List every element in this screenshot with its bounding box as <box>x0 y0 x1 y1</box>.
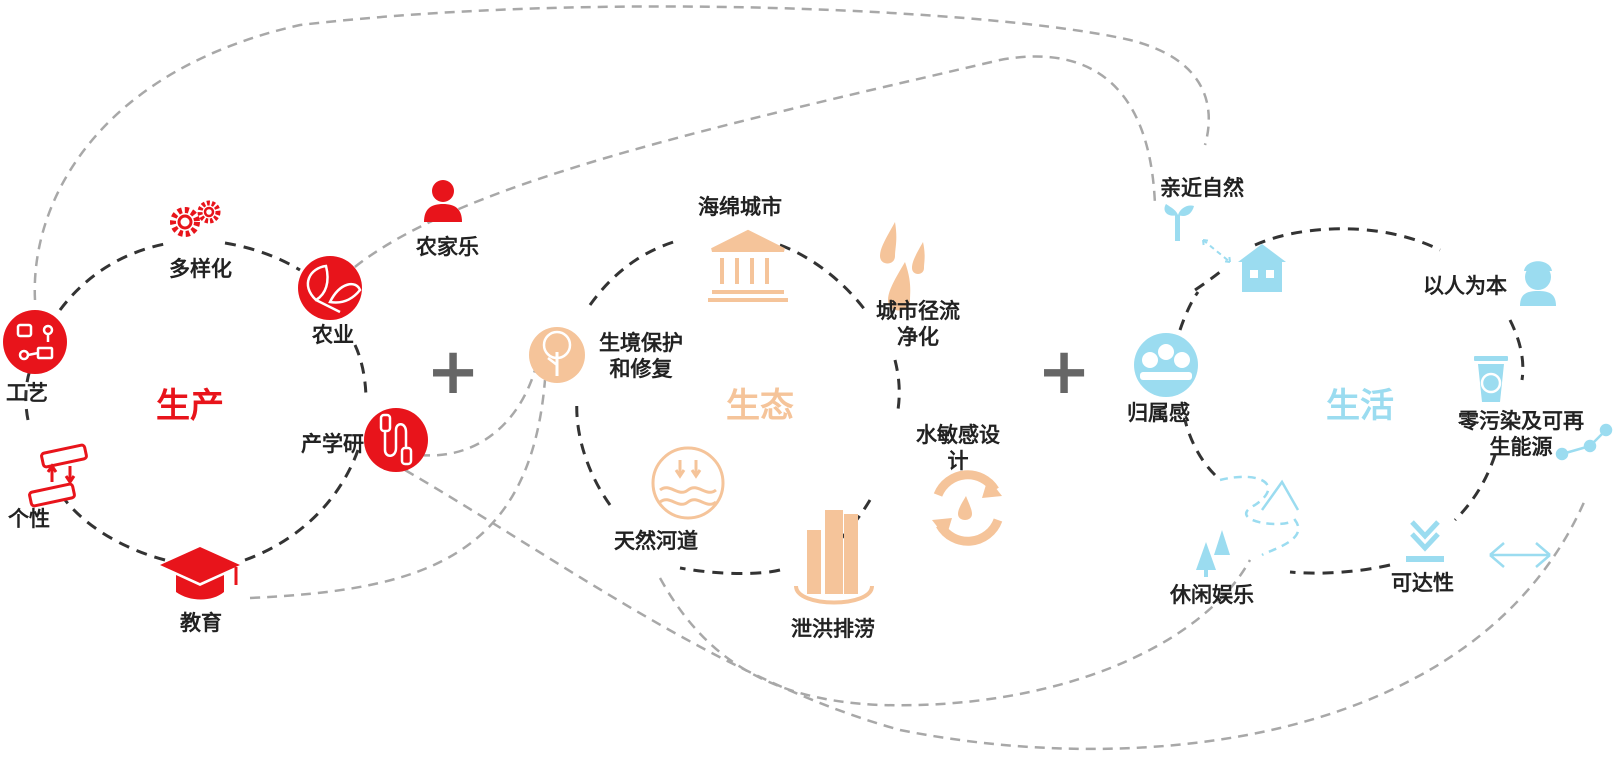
waves-icon <box>651 446 725 520</box>
trees-icon <box>1196 530 1230 577</box>
title-ecology: 生态 <box>726 386 794 426</box>
connector-icon <box>364 408 428 472</box>
label-sponge-city: 海绵城市 <box>698 195 782 219</box>
graduation-cap-icon <box>160 547 240 600</box>
label-leisure: 休闲娱乐 <box>1170 583 1254 607</box>
label-accessibility: 可达性 <box>1391 571 1454 595</box>
building-columns-icon <box>708 229 788 302</box>
production-circle <box>24 241 368 562</box>
label-runoff-line2: 净化 <box>897 325 939 349</box>
skyscrapers-icon <box>794 510 874 605</box>
label-diversity: 多样化 <box>169 257 232 281</box>
life-circle <box>1178 227 1525 575</box>
nature-link-arrow <box>1202 239 1231 263</box>
label-water-design-line2: 计 <box>947 449 969 473</box>
mountain-outline <box>1260 479 1300 511</box>
group-icon <box>1134 333 1198 397</box>
label-habitat-line2: 和修复 <box>609 357 673 381</box>
recycle-drop-icon <box>932 470 1003 546</box>
share-icon <box>1555 423 1613 461</box>
connector-craft-to-close-nature <box>33 5 1211 301</box>
process-flow-icon <box>3 310 67 374</box>
recycle-bin-icon <box>1474 356 1508 402</box>
label-people-oriented: 以人为本 <box>1423 274 1507 298</box>
label-zero-pollution-line2: 生能源 <box>1489 435 1553 459</box>
label-belonging: 归属感 <box>1127 401 1190 425</box>
tree-icon <box>529 327 585 383</box>
gears-icon <box>170 200 221 237</box>
label-water-design-line1: 水敏感设 <box>916 423 1000 447</box>
water-drops-icon <box>880 222 925 311</box>
house-icon <box>1238 244 1286 292</box>
label-runoff-line1: 城市径流 <box>876 299 960 323</box>
leisure-path <box>1219 475 1300 557</box>
label-craft: 工艺 <box>6 381 48 405</box>
label-industry-research: 产学研 <box>301 432 364 456</box>
double-arrow <box>1489 542 1551 568</box>
label-individuality: 个性 <box>8 507 50 531</box>
title-life: 生活 <box>1326 386 1394 426</box>
label-agriculture: 农业 <box>312 323 354 347</box>
worker-icon <box>1520 261 1556 306</box>
title-production: 生产 <box>156 386 224 426</box>
label-habitat-line1: 生境保护 <box>599 331 683 355</box>
plus-sign-2: + <box>1037 335 1091 409</box>
connector-industry-to-habitat <box>419 369 537 457</box>
label-zero-pollution-line1: 零污染及可再 <box>1458 409 1584 433</box>
arrow-down-icon <box>1406 520 1444 562</box>
ecology-circle <box>575 238 901 576</box>
plus-sign-1: + <box>426 335 480 409</box>
label-flood-drainage: 泄洪排涝 <box>791 617 875 641</box>
server-swap-icon <box>28 443 88 508</box>
connector-education-to-habitat <box>249 379 547 600</box>
label-natural-river: 天然河道 <box>614 529 698 553</box>
label-education: 教育 <box>180 611 222 635</box>
label-farmstay: 农家乐 <box>416 235 479 259</box>
connector-river-to-leisure <box>658 559 1252 707</box>
connector-industry-to-share <box>404 468 1587 751</box>
plant-icon <box>1164 204 1194 241</box>
farmer-icon <box>424 180 462 222</box>
label-close-nature: 亲近自然 <box>1160 176 1244 200</box>
leaves-icon <box>298 256 362 320</box>
